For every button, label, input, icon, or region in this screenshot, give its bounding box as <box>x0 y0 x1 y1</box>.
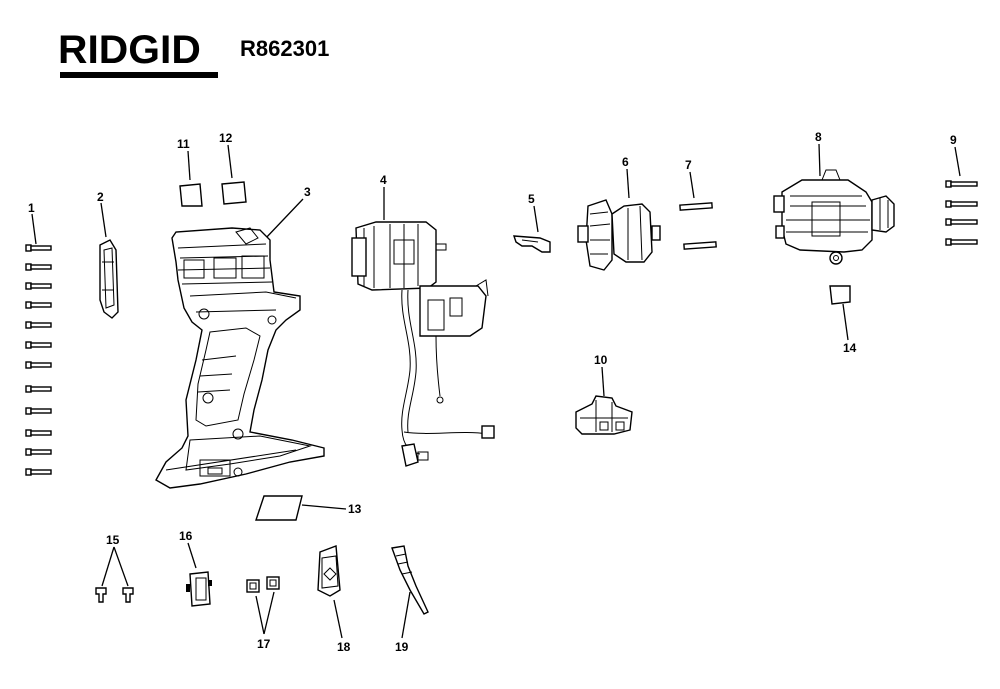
leader-17b <box>263 591 275 635</box>
leader-13 <box>301 504 347 510</box>
leader-7 <box>689 171 695 199</box>
callout-19: 19 <box>395 640 409 654</box>
part-4-motor-assembly: 4 <box>351 173 495 467</box>
callout-18: 18 <box>337 640 351 654</box>
leader-12 <box>227 144 233 179</box>
callout-13: 13 <box>348 502 362 516</box>
part-14-label: 14 <box>829 285 857 355</box>
screw-1-2 <box>25 263 52 271</box>
leader-18 <box>333 599 343 639</box>
part-13-nameplate: 13 <box>255 495 362 521</box>
callout-4: 4 <box>380 173 387 187</box>
callout-7: 7 <box>685 158 692 172</box>
leader-9 <box>954 146 961 177</box>
callout-12: 12 <box>219 131 233 145</box>
part-7-pins: 7 <box>679 158 717 250</box>
callout-10: 10 <box>594 353 608 367</box>
screw-1-5 <box>25 321 52 329</box>
part-16-block: 16 <box>179 529 212 607</box>
callout-3: 3 <box>304 185 311 199</box>
part-1-screws: 1 <box>25 201 52 476</box>
screw-1-4 <box>25 301 52 309</box>
leader-8 <box>818 143 821 177</box>
screw-1-7 <box>25 361 52 369</box>
part-17-nuts: 17 <box>246 576 280 651</box>
part-12-label: 12 <box>219 131 247 205</box>
leader-17a <box>255 595 265 635</box>
callout-8: 8 <box>815 130 822 144</box>
part-6-gear: 6 <box>577 155 661 271</box>
ridgid-logo: RIDGID <box>58 28 218 80</box>
part-8-gear-housing: 8 <box>773 130 895 265</box>
leader-19 <box>401 591 411 639</box>
logo-underline <box>60 72 218 78</box>
leader-10 <box>601 366 605 397</box>
brand-name: RIDGID <box>58 28 201 72</box>
callout-6: 6 <box>622 155 629 169</box>
leader-15b <box>113 546 129 587</box>
part-3-housing: 3 <box>155 185 325 489</box>
part-15-screws: 15 <box>95 533 134 603</box>
part-19-bit: 19 <box>391 545 429 654</box>
callout-11: 11 <box>177 137 190 151</box>
leader-14 <box>842 303 849 341</box>
part-5-clip: 5 <box>513 192 551 253</box>
callout-5: 5 <box>528 192 535 206</box>
screw-1-11 <box>25 448 52 456</box>
screw-9-4 <box>945 238 978 246</box>
part-10-switch-base: 10 <box>575 353 633 435</box>
screw-9-3 <box>945 218 978 226</box>
part-2-plate: 2 <box>97 190 119 319</box>
callout-15: 15 <box>106 533 120 547</box>
callout-9: 9 <box>950 133 957 147</box>
model-number: R862301 <box>240 36 330 61</box>
screw-9-1 <box>945 180 978 188</box>
screw-1-10 <box>25 429 52 437</box>
part-9-screws: 9 <box>945 133 978 246</box>
part-18-bit-holder: 18 <box>317 545 351 654</box>
leader-11 <box>187 150 191 181</box>
leader-5 <box>533 205 539 233</box>
screw-9-2 <box>945 200 978 208</box>
part-11-label: 11 <box>177 137 203 207</box>
callout-17: 17 <box>257 637 271 651</box>
leader-2 <box>100 202 107 238</box>
leader-16 <box>187 542 197 569</box>
callout-16: 16 <box>179 529 193 543</box>
screw-1-8 <box>25 385 52 393</box>
callout-1: 1 <box>28 201 35 215</box>
screw-1-9 <box>25 407 52 415</box>
leader-6 <box>626 168 630 199</box>
screw-1-12 <box>25 468 52 476</box>
screw-1-6 <box>25 341 52 349</box>
callout-14: 14 <box>843 341 857 355</box>
leader-3 <box>263 198 304 241</box>
leader-1 <box>31 213 37 245</box>
callout-2: 2 <box>97 190 104 204</box>
leader-15a <box>101 546 115 587</box>
screw-1-1 <box>25 244 52 252</box>
screw-1-3 <box>25 282 52 290</box>
